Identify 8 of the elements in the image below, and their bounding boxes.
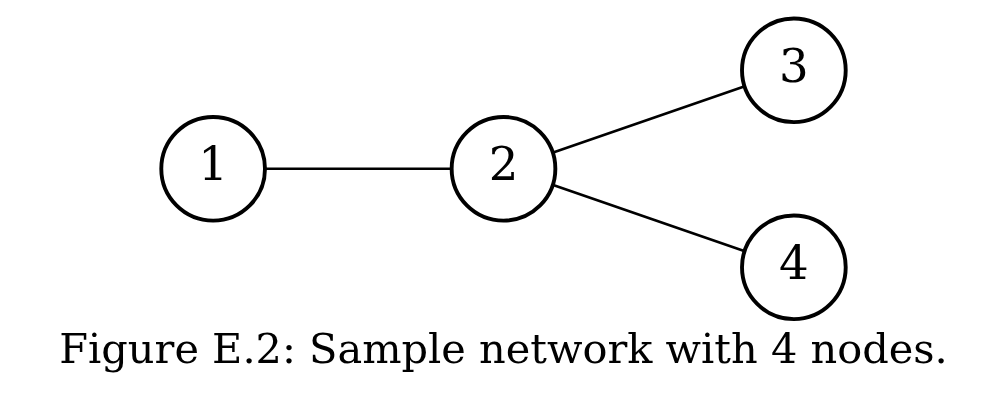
connector [552, 85, 745, 154]
connector [264, 167, 451, 171]
connector [552, 183, 745, 253]
node-circle: 2 [449, 115, 557, 223]
node-circle: 3 [739, 16, 848, 125]
caption: Figure E.2: Sample network with 4 nodes. [58, 324, 948, 373]
node-circle: 4 [739, 213, 848, 322]
node-circle: 1 [158, 115, 267, 223]
